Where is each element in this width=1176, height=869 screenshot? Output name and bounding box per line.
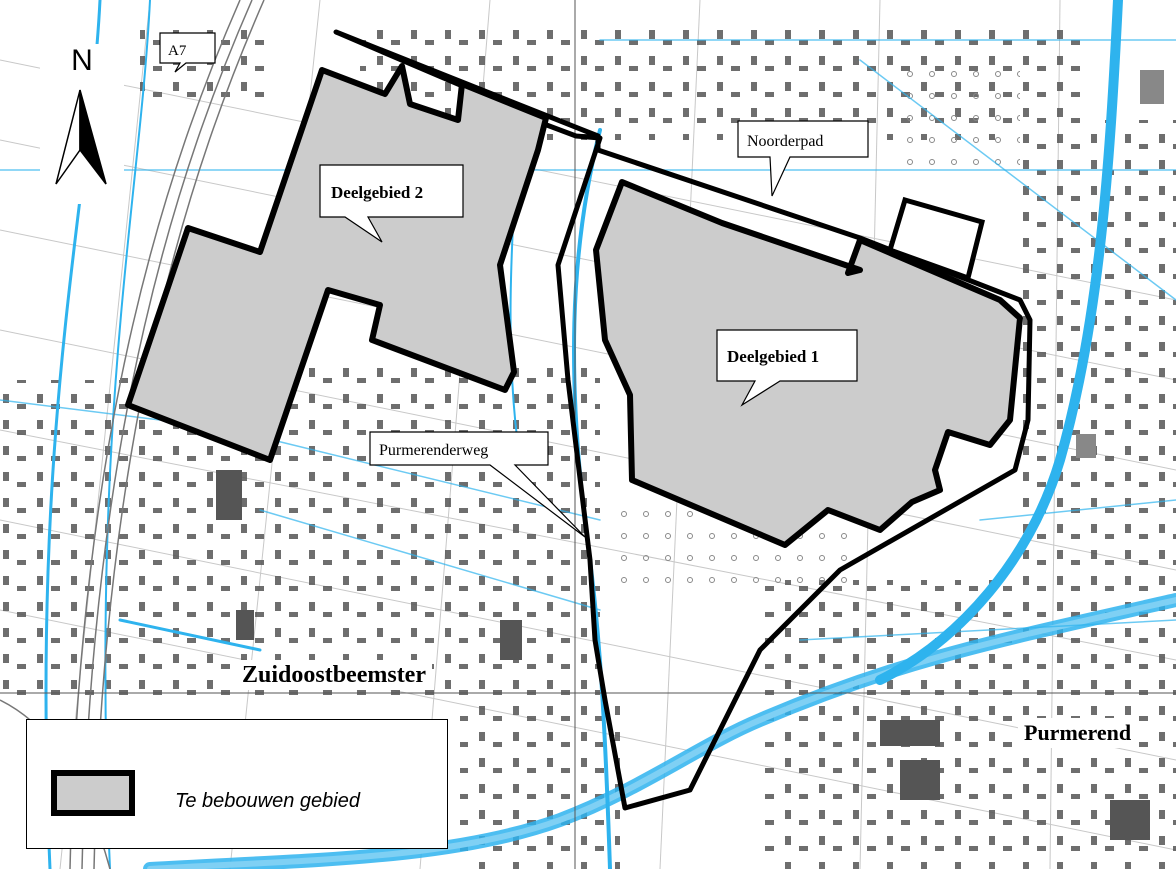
- svg-text:Deelgebied 1: Deelgebied 1: [727, 347, 819, 366]
- legend-swatch: [51, 770, 135, 816]
- legend: Te bebouwen gebied: [26, 719, 448, 849]
- svg-text:Noorderpad: Noorderpad: [747, 133, 823, 150]
- north-arrow: N: [40, 44, 124, 204]
- callout-purmerenderweg: Purmerenderweg: [369, 431, 586, 538]
- north-arrow-icon: [55, 89, 107, 185]
- large-buildings: [216, 70, 1164, 840]
- callout-deelgebied-2: Deelgebied 2: [319, 164, 464, 243]
- callout-noorderpad: Noorderpad: [737, 120, 869, 197]
- legend-label: Te bebouwen gebied: [175, 790, 360, 812]
- north-plot: [886, 196, 986, 282]
- svg-text:Purmerenderweg: Purmerenderweg: [379, 442, 488, 459]
- svg-text:A7: A7: [168, 43, 187, 59]
- plan-boundary: [333, 29, 1033, 811]
- place-purmerend: Purmerend: [1018, 718, 1138, 748]
- north-label: N: [71, 44, 93, 77]
- callout-deelgebied-1: Deelgebied 1: [716, 329, 858, 407]
- callout-a7: A7: [159, 32, 216, 73]
- svg-text:Deelgebied 2: Deelgebied 2: [331, 183, 423, 202]
- place-zuidoostbeemster: Zuidoostbeemster: [236, 660, 432, 690]
